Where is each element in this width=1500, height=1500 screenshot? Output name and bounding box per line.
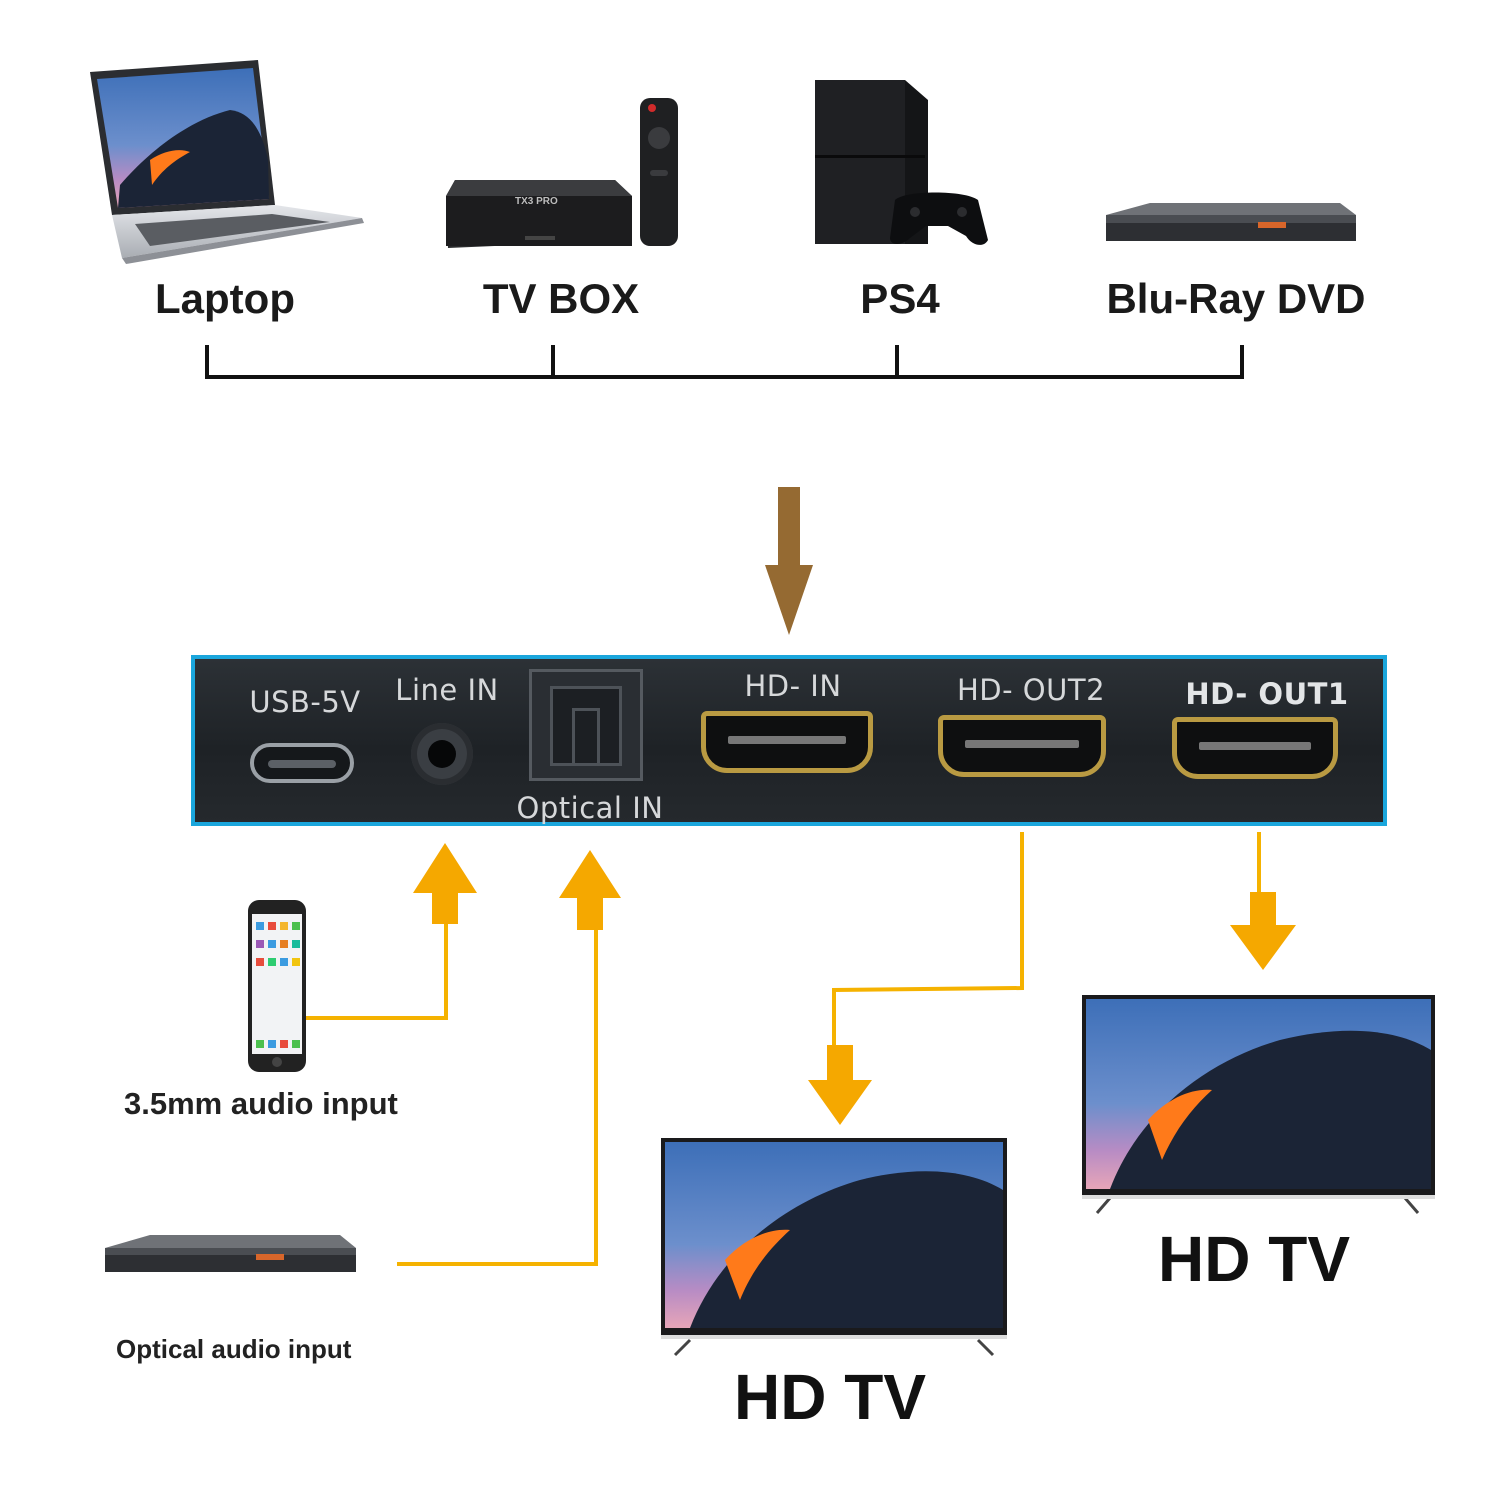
hdmi-out2-port[interactable] — [938, 715, 1106, 777]
hdmi-in-port[interactable] — [701, 711, 873, 773]
optical-audio-line — [397, 930, 598, 1266]
tv-box-image — [446, 98, 678, 248]
port-label-hd-in: HD- IN — [744, 669, 842, 703]
phone-audio-line — [306, 924, 448, 1020]
optical-dvd-image — [105, 1235, 356, 1272]
source-bracket — [205, 345, 1244, 379]
usb-c-port[interactable] — [250, 743, 354, 783]
label-ps4: PS4 — [860, 275, 940, 322]
label-tv-box: TV BOX — [482, 275, 640, 322]
optical-in-port[interactable] — [529, 669, 643, 781]
port-label-usb: USB-5V — [249, 685, 361, 719]
port-label-optical-in: Optical IN — [516, 791, 664, 825]
label-laptop: Laptop — [155, 275, 295, 322]
label-tv-right: HD TV — [1158, 1223, 1350, 1295]
bluray-player-image — [1106, 203, 1356, 241]
tv-left-image — [661, 1138, 1007, 1357]
out2-line — [832, 832, 1024, 1045]
phone-image — [248, 900, 306, 1072]
out2-arrow — [808, 1045, 872, 1125]
ps4-image — [815, 80, 988, 245]
label-bluray: Blu-Ray DVD — [1106, 275, 1366, 322]
port-label-line-in: Line IN — [395, 673, 499, 707]
port-label-hd-out2: HD- OUT2 — [956, 673, 1106, 707]
laptop-image — [90, 60, 364, 264]
line-in-arrow — [413, 843, 477, 924]
label-optical-audio: Optical audio input — [116, 1334, 352, 1364]
tv-box-brand-text: TX3 PRO — [515, 196, 558, 207]
input-arrow — [765, 487, 813, 635]
label-phone-audio: 3.5mm audio input — [124, 1086, 398, 1121]
optical-in-arrow — [559, 850, 621, 930]
line-in-jack[interactable] — [411, 723, 473, 785]
out1-arrow — [1230, 892, 1296, 970]
hdmi-out1-port[interactable] — [1172, 717, 1338, 779]
switch-port-panel: USB-5V Line IN Optical IN HD- IN HD- OUT… — [191, 655, 1387, 826]
label-tv-left: HD TV — [734, 1361, 926, 1433]
tv-right-image — [1082, 995, 1435, 1214]
port-label-hd-out1: HD- OUT1 — [1185, 677, 1349, 711]
